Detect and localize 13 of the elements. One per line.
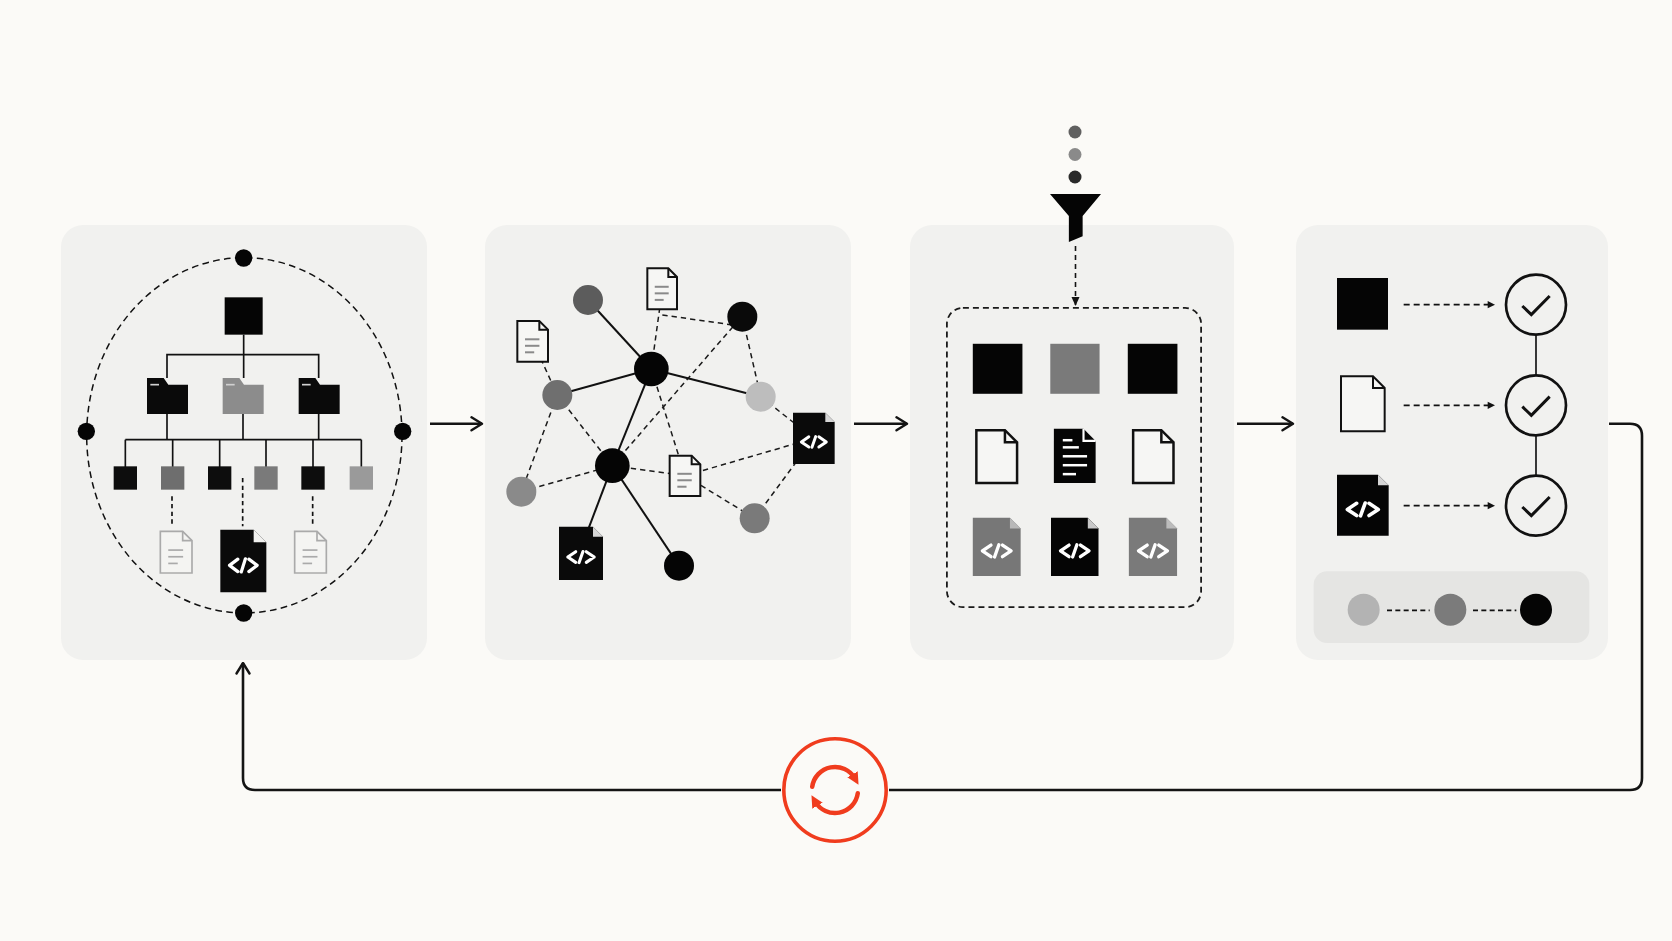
arrow: [1237, 416, 1295, 432]
arrow: [235, 661, 781, 792]
panel: [485, 225, 851, 660]
dashed-frame: [946, 307, 1202, 608]
panel: [1296, 225, 1608, 660]
panel: [61, 225, 427, 660]
arrow: [1071, 245, 1080, 307]
panel: [910, 225, 1234, 660]
arrow: [854, 416, 909, 432]
arrow: [430, 416, 484, 432]
funnel-icon: [1050, 194, 1101, 243]
connector-line: [889, 422, 1644, 792]
refresh-icon: [782, 737, 888, 843]
